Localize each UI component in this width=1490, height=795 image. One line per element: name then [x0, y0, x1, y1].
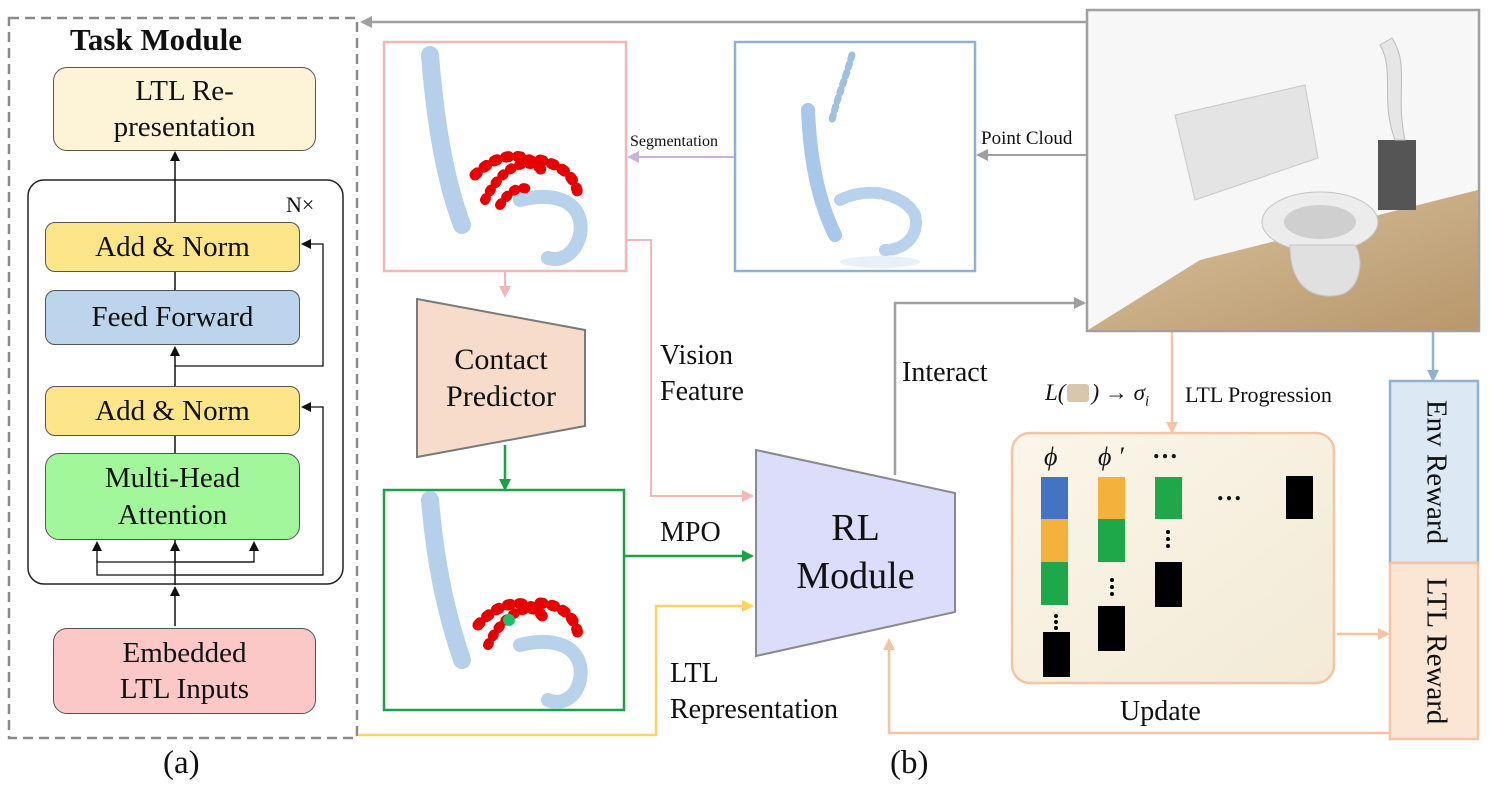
contact-view — [382, 488, 626, 712]
rl-module-label: RL Module — [796, 507, 915, 597]
task-module-frame — [7, 16, 359, 740]
labeling-fn-tail: ) → σ — [1091, 380, 1145, 405]
arrow-ltl-representation — [358, 600, 754, 737]
residual-2 — [175, 239, 324, 367]
update-label: Update — [1120, 696, 1201, 727]
repeat-label: N× — [286, 192, 315, 217]
robot-thumbnail-icon — [1067, 384, 1090, 402]
labeling-fn-head: L( — [1045, 380, 1066, 405]
add-norm-top: Add & Norm — [45, 222, 300, 272]
labeling-fn-sub: i — [1144, 393, 1150, 410]
phi-label: ϕ — [1044, 442, 1058, 471]
labeling-function: L( ) → σi — [1045, 380, 1149, 411]
arrow-interact — [893, 297, 1086, 475]
caption-a: (a) — [163, 745, 200, 781]
split-right — [175, 541, 259, 563]
env-reward-box — [1388, 379, 1480, 565]
segmented-point-cloud — [421, 46, 588, 266]
ellipsis-middle: … — [1216, 477, 1242, 506]
point-cloud-label: Point Cloud — [981, 128, 1073, 149]
rl-module-shape — [755, 448, 956, 658]
env-reward-label: Env Reward — [1420, 400, 1452, 545]
segmentation-label: Segmentation — [630, 133, 718, 150]
ltl-representation-label: LTL Representation — [670, 658, 838, 726]
caption-b: (b) — [890, 745, 929, 781]
pointcloud-view — [733, 40, 977, 273]
vision-feature-label: Vision Feature — [660, 340, 744, 408]
interact-label: Interact — [902, 357, 988, 388]
ltl-representation-box: LTL Re- presentation — [53, 67, 316, 151]
contact-predictor-shape — [416, 297, 586, 459]
phi-prime-label: ϕ ′ — [1098, 442, 1124, 471]
ltl-progression-label: LTL Progression — [1185, 382, 1332, 407]
mpo-label: MPO — [660, 517, 721, 548]
raw-point-cloud — [801, 51, 922, 268]
ltl-reward-label: LTL Reward — [1420, 578, 1452, 725]
contact-predictor-label: Contact Predictor — [446, 342, 556, 414]
token-stacks — [1041, 476, 1313, 677]
arrow-reward-to-rl — [883, 638, 1390, 735]
encoder-block — [27, 179, 344, 585]
progression-panel — [1010, 431, 1336, 685]
toilet-scene — [1088, 37, 1478, 330]
arrow-vision-feature — [626, 239, 754, 502]
add-norm-bottom: Add & Norm — [45, 386, 300, 436]
residual-1 — [175, 402, 324, 576]
feed-forward-box: Feed Forward — [45, 290, 300, 345]
contact-point-cloud — [421, 491, 588, 709]
task-module-title: Task Module — [70, 22, 242, 57]
ellipsis-top: … — [1152, 435, 1178, 464]
embedded-inputs-box: Embedded LTL Inputs — [53, 628, 316, 714]
multi-head-attention-box: Multi-Head Attention — [45, 453, 300, 540]
ltl-reward-box — [1388, 561, 1480, 741]
